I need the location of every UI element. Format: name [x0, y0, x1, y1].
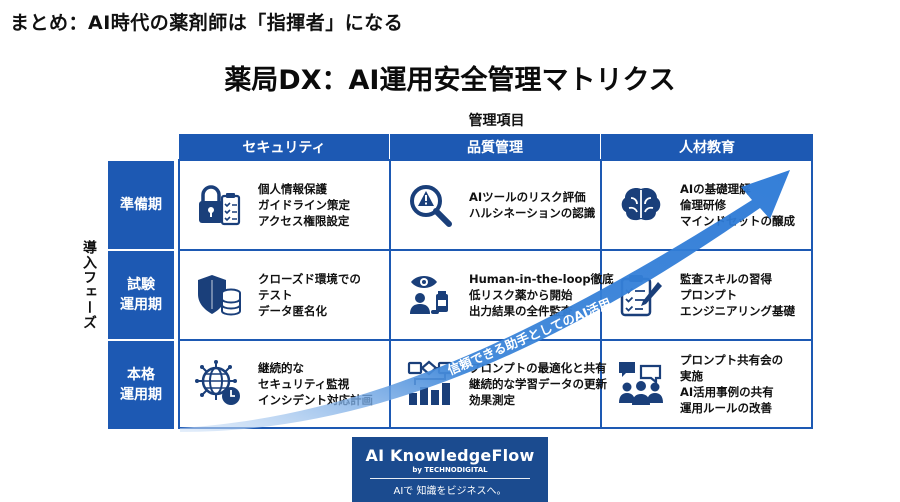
column-header-education: 人材教育 [600, 134, 813, 159]
logo-tagline: AIで 知識をビジネスへ。 [393, 486, 507, 497]
logo-name: AI KnowledgeFlow [365, 446, 535, 465]
workflow-chart-icon [407, 360, 453, 405]
logo-byline: by TECHNODIGITAL [412, 466, 488, 474]
magnifier-warning-icon [410, 185, 452, 227]
column-header-quality: 品質管理 [389, 134, 600, 159]
matrix-title: 薬局DX：AI運用安全管理マトリクス [224, 65, 676, 96]
cell-preparation-security: 個人情報保護 ガイドライン策定 アクセス権限設定 [180, 161, 389, 249]
cell-trial-quality: Human-in-the-loop徹底 低リスク薬から開始 出力結果の全件監査 [391, 251, 614, 339]
cell-full-security: 継続的な セキュリティ監視 インシデント対応計画 [180, 341, 389, 427]
column-header-security: セキュリティ [178, 134, 389, 159]
column-axis-label: 管理項目 [468, 113, 525, 129]
cell-full-education: プロンプト共有会の 実施 AI活用事例の共有 運用ルールの改善 [602, 341, 811, 427]
cell-trial-education: 監査スキルの習得 プロンプト エンジニアリング基礎 [602, 251, 811, 339]
shield-database-icon [198, 275, 241, 316]
brand-logo: AI KnowledgeFlow by TECHNODIGITAL AIで 知識… [352, 437, 548, 502]
brain-icon [621, 188, 661, 221]
matrix-grid: 個人情報保護 ガイドライン策定 アクセス権限設定 AIツールのリスク評価 ハルシ… [178, 159, 813, 429]
row-axis-label: 導入フェーズ [81, 240, 97, 330]
logo-divider [370, 478, 530, 479]
clipboard-pen-icon [620, 275, 662, 317]
slide-title: まとめ：AI時代の薬剤師は「指揮者」になる [10, 12, 404, 34]
cell-trial-security: クローズド環境での テスト データ匿名化 [180, 251, 389, 339]
row-header-full-operation: 本格 運用期 [108, 339, 174, 429]
cell-full-quality: プロンプトの最適化と共有 継続的な学習データの更新 効果測定 [391, 341, 607, 427]
cell-preparation-education: AIの基礎理解 倫理研修 マインドセットの醸成 [602, 161, 811, 249]
team-chat-icon [619, 362, 663, 405]
globe-network-clock-icon [195, 360, 240, 405]
cell-preparation-quality: AIツールのリスク評価 ハルシネーションの認識 [391, 161, 600, 249]
padlock-checklist-icon [199, 185, 241, 226]
row-header-preparation: 準備期 [108, 159, 174, 249]
eye-pharmacist-icon [410, 276, 448, 314]
row-header-trial: 試験 運用期 [108, 249, 174, 339]
